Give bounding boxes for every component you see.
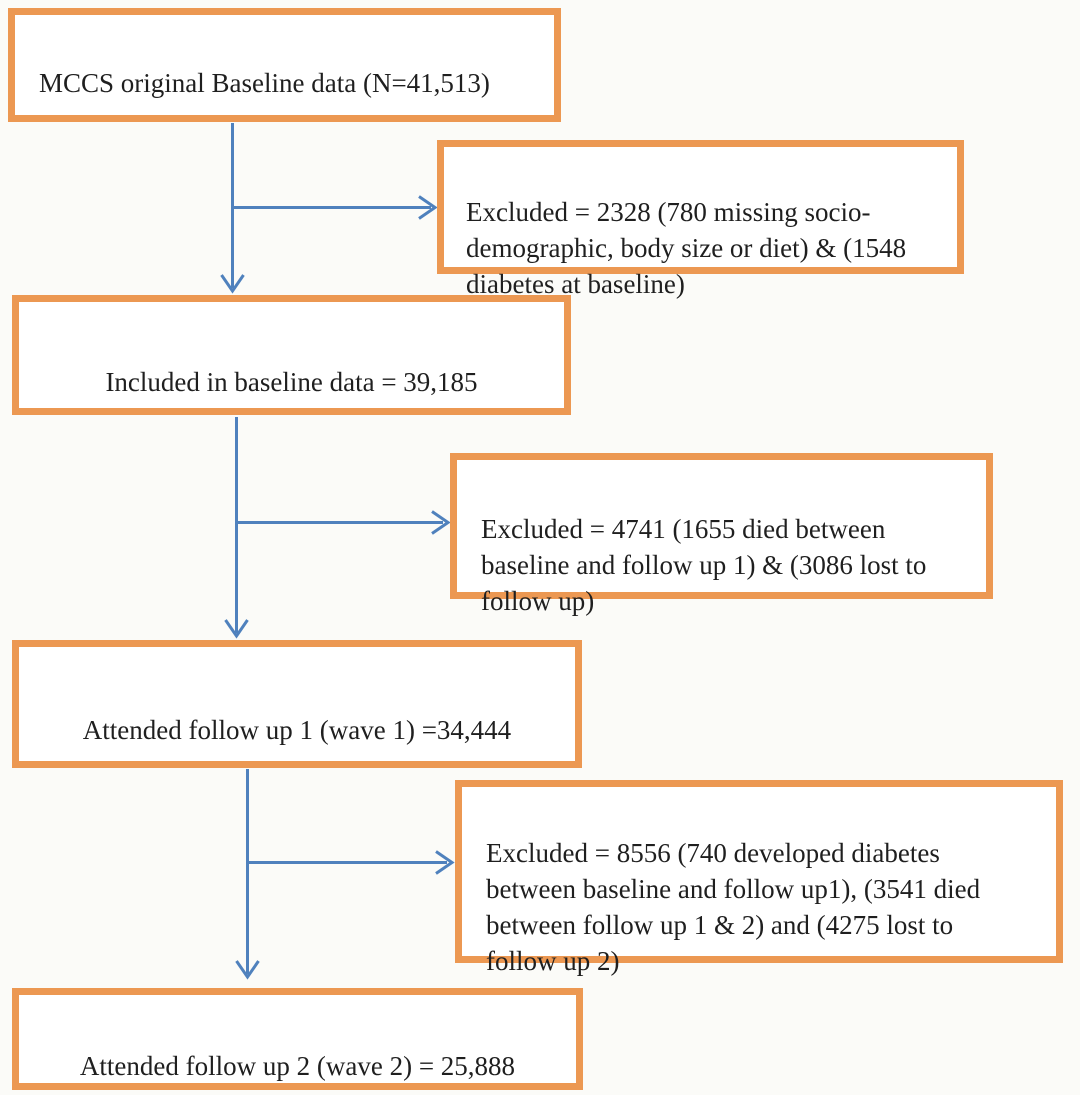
box-attended-followup1-text: Attended follow up 1 (wave 1) =34,444 (82, 715, 512, 745)
arrow-included-to-followup1 (224, 417, 249, 639)
arrow-branch-excluded-followup2 (248, 850, 455, 875)
box-excluded-followup1-text: Excluded = 4741 (1655 died between basel… (481, 514, 927, 616)
box-included-baseline-text: Included in baseline data = 39,185 (105, 367, 478, 397)
box-excluded-baseline-text: Excluded = 2328 (780 missing socio- demo… (466, 197, 907, 299)
box-included-baseline: Included in baseline data = 39,185 (12, 295, 571, 415)
box-excluded-followup2: Excluded = 8556 (740 developed diabetes … (455, 780, 1063, 976)
arrow-followup1-to-followup2 (235, 769, 260, 980)
arrow-branch-excluded-baseline (233, 195, 438, 220)
box-attended-followup1: Attended follow up 1 (wave 1) =34,444 (12, 640, 582, 768)
arrow-baseline-to-included (220, 123, 245, 294)
box-baseline-data: MCCS original Baseline data (N=41,513) (8, 8, 561, 122)
box-baseline-data-text: MCCS original Baseline data (N=41,513) (39, 68, 490, 98)
arrow-branch-excluded-followup1 (237, 510, 451, 535)
box-attended-followup2-text: Attended follow up 2 (wave 2) = 25,888 (79, 1051, 516, 1081)
box-excluded-followup2-text: Excluded = 8556 (740 developed diabetes … (486, 838, 981, 976)
box-attended-followup2: Attended follow up 2 (wave 2) = 25,888 (12, 988, 583, 1090)
box-excluded-baseline: Excluded = 2328 (780 missing socio- demo… (437, 140, 964, 299)
box-excluded-followup1: Excluded = 4741 (1655 died between basel… (450, 453, 993, 616)
